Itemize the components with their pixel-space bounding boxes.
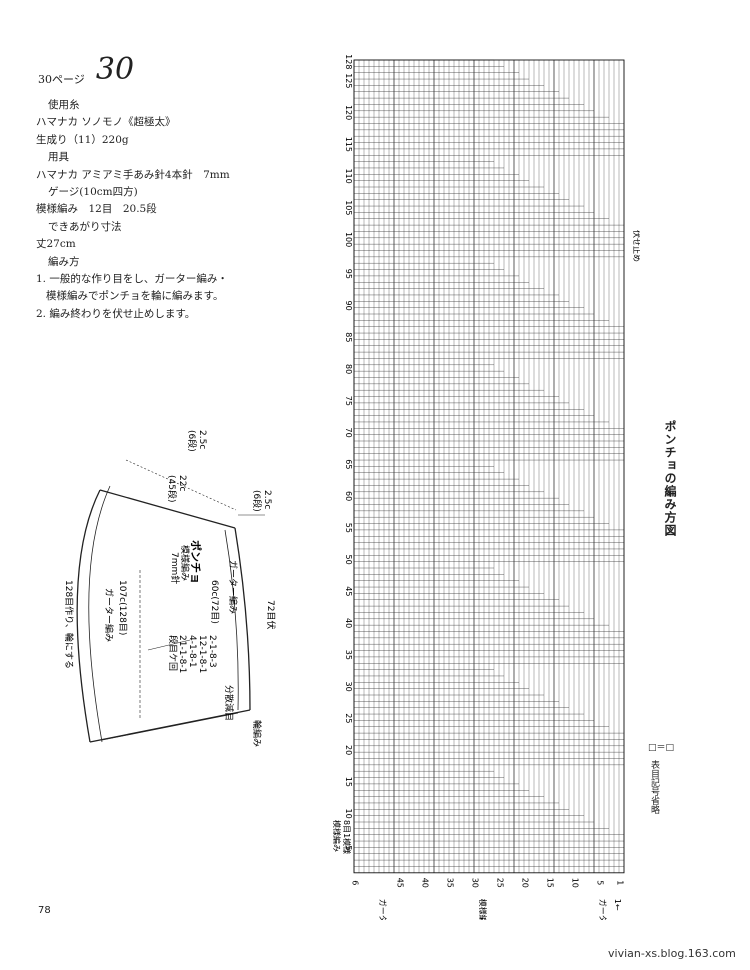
schem-pattern: 模様編み [179,545,191,581]
chart-row-label: 5 [344,845,353,850]
schem-dec-2: 12-1-8-1 [197,635,207,673]
watermark: vivian-xs.blog.163.com [608,947,736,960]
schem-22c: 22c [177,475,187,491]
legend-symbol: □＝□ [648,743,675,753]
chart-col-label: 40 [421,878,430,888]
chart-row-label: 85 [344,332,353,342]
schem-garter-bottom: ガーター編み [103,588,115,642]
schem-2-5c-right: 2.5c [262,490,272,509]
poncho-schematic: 2.5c (6段) 22c (45段) 2.5c (6段) 72目伏 ガーター編… [63,430,277,747]
chart-col-label: 6 [351,880,360,885]
schem-needle: 7mm針 [169,552,181,584]
schem-2-5c-top: 2.5c [197,430,207,449]
chart-col-label: 10 [571,878,580,888]
schem-107c: 107c(128目) [117,580,128,635]
schem-6dan-right: (6段) [251,490,263,512]
legend-box: □＝□ [648,740,674,753]
chart-row-label: 15 [344,777,353,787]
chart-row-label: 65 [344,459,353,469]
schematic-outline [76,489,101,743]
schem-6dan-top: (6段) [186,430,198,452]
legend-text: 表目記号省略 [649,760,659,814]
knitting-chart: 5101520253035404550556065707580859095100… [332,54,640,920]
finished-size: 丈27cm [36,238,76,251]
chart-bottom-label: 模様編み [478,899,488,920]
tools-heading: 用具 [48,151,69,164]
page-header: 30ページ 30 [38,52,134,87]
chart-col-label: 45 [396,878,405,888]
chart-row-label: 45 [344,586,353,596]
schem-dec-note: 分散減目 [223,685,235,721]
chart-row-label: 40 [344,618,353,628]
step-2: 2. 編み終わりを伏せ止めします。 [36,307,196,320]
chart-row-label: 20 [344,745,353,755]
chart-bottom-label: ガーター編み [378,899,388,920]
gauge-heading: ゲージ(10cm四方) [48,186,138,199]
size-heading: できあがり寸法 [48,220,122,233]
chart-row-label: 60 [344,491,353,501]
page-number: 78 [38,905,51,916]
bind-off-label: 伏せ止め [632,230,640,262]
pattern-note: 模様編み [332,820,342,852]
chart-col-label: 20 [521,878,530,888]
schem-dec-head: 段目ケ回 [167,635,179,671]
step-1a: 1. 一般的な作り目をし、ガーター編み・ [36,273,228,286]
chart-row-label: 70 [344,428,353,438]
chart-row-label: 30 [344,682,353,692]
chart-col-label: 25 [496,878,505,888]
chart-row-label: 90 [344,301,353,311]
schem-dec-1: 2-1-8-3 [207,635,217,668]
method-heading: 編み方 [48,255,80,268]
schem-rib: 輪編み [251,720,263,747]
chart-col-label: 5 [596,880,605,885]
yarn-name: ハマナカ ソノモノ《超極太》 [36,116,176,129]
schem-72-bind: 72目伏 [265,600,277,629]
chart-row-label: 100 [344,232,353,247]
chart-title: ポンチョの編み方図 [663,420,677,537]
chart-bottom-label: 1← [613,899,622,911]
chart-col-label: 15 [546,878,555,888]
chart-row-label: 10 [344,809,353,819]
chart-border [353,59,625,874]
chart-row-label: 95 [344,269,353,279]
chart-row-label: 80 [344,364,353,374]
schem-dec-4: 21-1-8-1 [177,635,187,673]
chart-row-label: 75 [344,396,353,406]
chart-row-label: 35 [344,650,353,660]
materials-instructions: 使用糸 ハマナカ ソノモノ《超極太》 生成り（11）220g 用具 ハマナカ ア… [36,97,336,323]
chart-row-label: 50 [344,555,353,565]
chart-row-label: 115 [344,137,353,152]
chart-col-label: 35 [446,878,455,888]
chart-row-label: 120 [344,105,353,120]
yarn-color: 生成り（11）220g [36,133,129,146]
yarn-heading: 使用糸 [48,99,80,111]
chart-row-label: 105 [344,200,353,215]
pattern-number: 30 [95,52,135,87]
chart-bottom-label: ガーター編み [598,899,608,920]
chart-row-label: 125 [344,73,353,88]
gauge: 模様編み 12目 20.5段 [36,203,157,216]
page-reference: 30ページ [38,73,85,86]
chart-row-label: 128 [344,54,353,69]
schem-poncho: ポンチョ [189,540,203,584]
schem-60c: 60c(72目) [209,580,220,624]
tools: ハマナカ アミアミ手あみ針4本針 7mm [36,168,230,181]
chart-col-label: 1 [616,880,625,885]
chart-row-label: 25 [344,713,353,723]
schem-garter-top: ガーター編み [227,560,239,614]
schem-dec-3: 4-1-8-1 [187,635,197,668]
step-1b: 模様編みでポンチョを輪に編みます。 [46,290,224,303]
schem-45dan: (45段) [166,475,178,502]
schem-cast-on: 128目作り、輪にする [63,580,75,669]
chart-row-label: 55 [344,523,353,533]
pattern-repeat-note: 8目1模様 [342,820,352,854]
chart-row-label: 110 [344,168,353,183]
chart-col-label: 30 [471,878,480,888]
